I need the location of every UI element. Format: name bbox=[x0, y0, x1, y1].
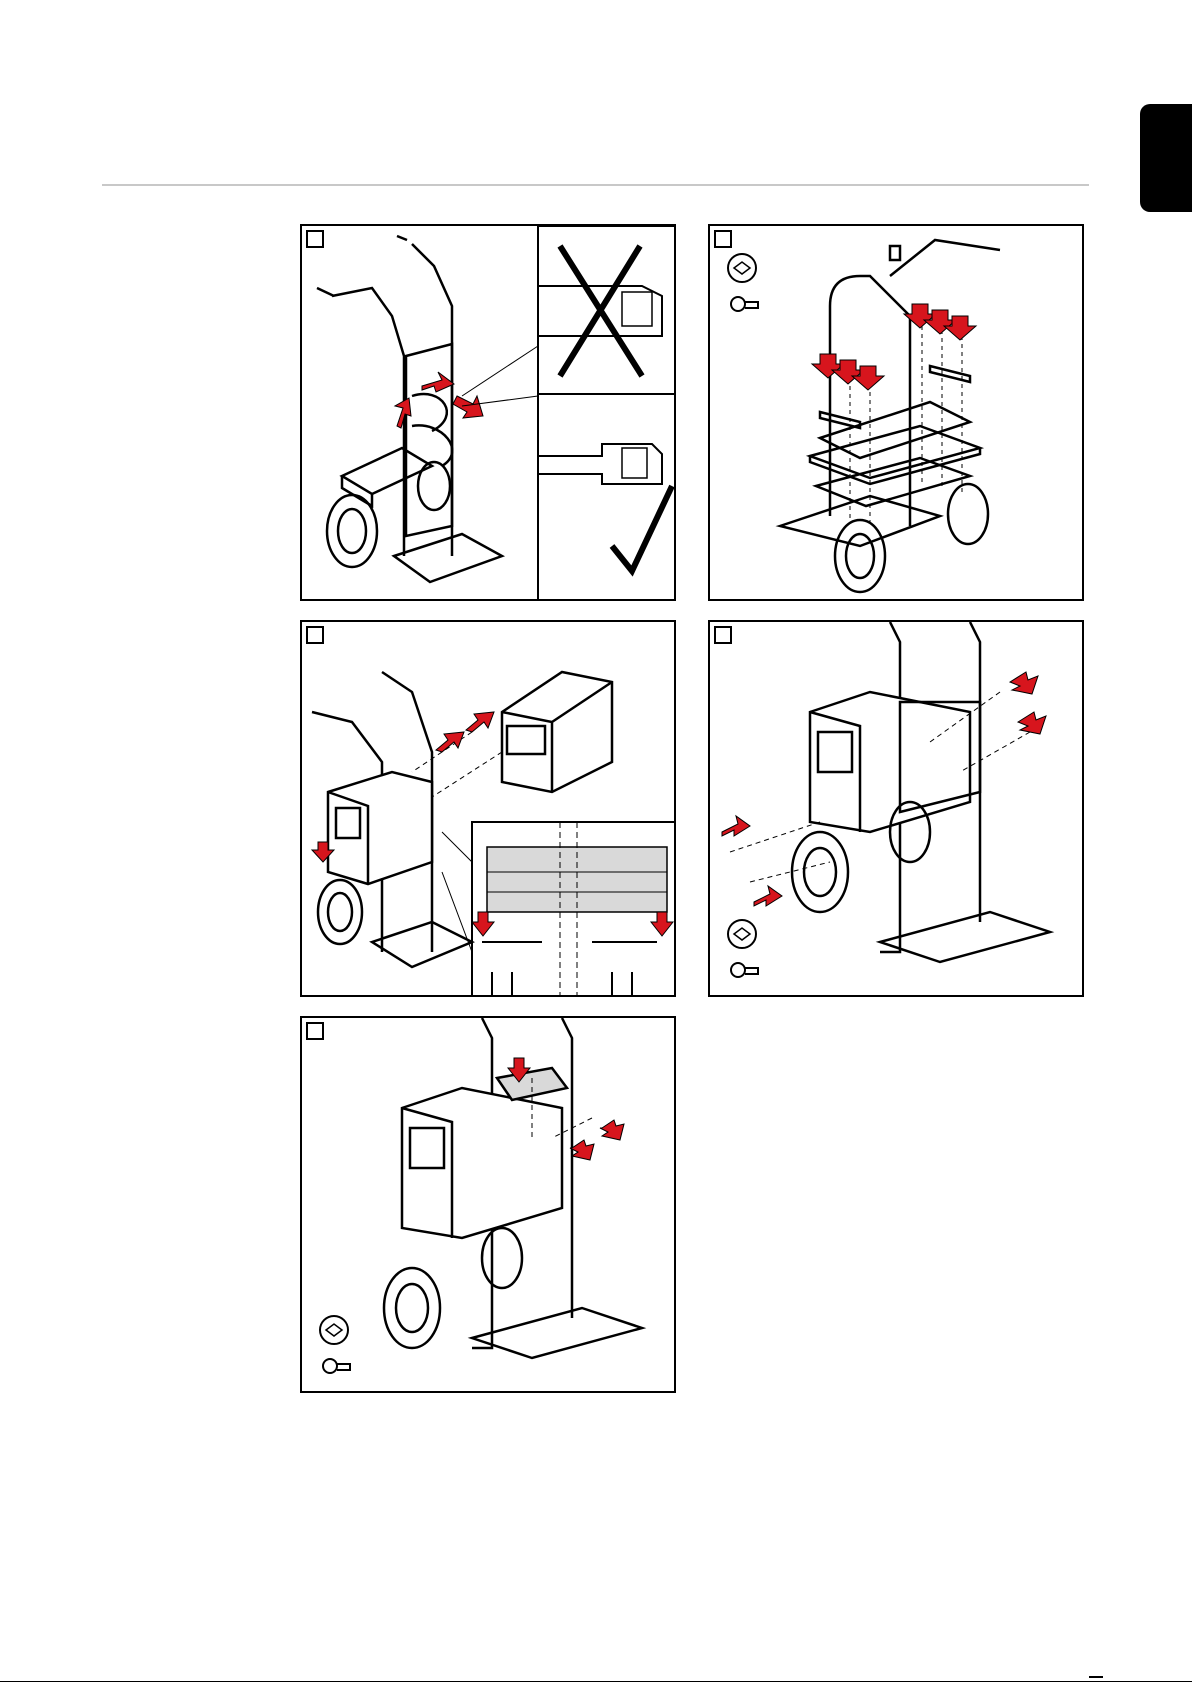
step-panel-1 bbox=[300, 224, 676, 601]
step-panel-2 bbox=[708, 224, 1084, 601]
step-panel-5 bbox=[300, 1016, 676, 1393]
torx-screw-icon bbox=[728, 254, 758, 311]
step-panel-3 bbox=[300, 620, 676, 997]
header-rule bbox=[102, 184, 1089, 186]
place-power-source-illustration bbox=[302, 622, 676, 997]
footer-mark bbox=[1089, 1676, 1103, 1678]
torx-screw-icon bbox=[728, 920, 758, 977]
attach-cover-plate-illustration bbox=[302, 1018, 676, 1393]
step-number-box bbox=[306, 1022, 324, 1040]
bracket-plates-illustration bbox=[710, 226, 1084, 601]
step-number-box bbox=[714, 230, 732, 248]
step-number-box bbox=[306, 626, 324, 644]
step-number-box bbox=[714, 626, 732, 644]
language-tab bbox=[1140, 104, 1192, 212]
detail-correct bbox=[538, 394, 676, 601]
torx-screw-icon bbox=[320, 1316, 350, 1373]
footer-rule bbox=[0, 1681, 1192, 1682]
step-panel-4 bbox=[708, 620, 1084, 997]
step-number-box bbox=[306, 230, 324, 248]
x-mark-icon bbox=[560, 246, 642, 376]
screw-power-source-illustration bbox=[710, 622, 1084, 997]
red-arrow-icon bbox=[395, 372, 483, 428]
check-mark-icon bbox=[612, 486, 672, 571]
detail-wrong bbox=[538, 226, 676, 394]
trolley-strap-illustration bbox=[302, 226, 676, 601]
